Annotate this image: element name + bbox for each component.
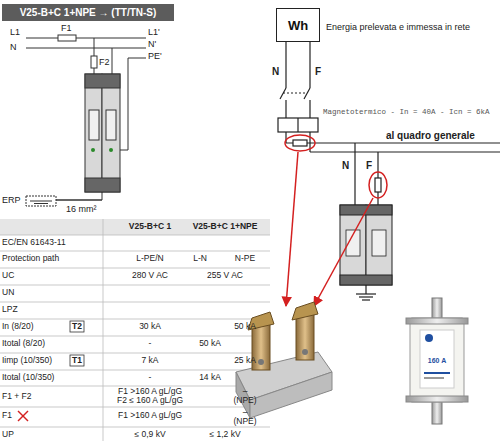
wire-label: N [342,160,349,172]
terminal-label: PE' [148,51,162,61]
node-text: Wh [288,18,308,33]
table-cell: 7 kA [141,356,158,366]
fuse-rating: 160 A [428,357,446,365]
terminal-label: N' [148,39,156,49]
wire-size: 16 mm² [66,204,97,214]
feeder-label: al quadro generale [386,130,475,142]
table-cell: Itotal (8/20) [2,339,45,349]
terminal-label: ERP [2,195,21,205]
terminal-label: L1' [148,27,160,37]
table-cell: 50 kA [234,322,256,332]
highlight-circles [285,135,387,306]
header-band: V25-B+C 1+NPE → (TT/TN-S) [2,4,174,21]
breaker-note: Magnetotermico - In = 40A - Icn = 6kA [323,108,490,117]
table-cell: F1 + F2 [2,392,32,402]
fuse-label: F2 [99,57,110,67]
table-cell: 25 kA [234,356,256,366]
table-cell: UP [2,430,14,440]
wire-label: N [272,66,279,78]
table-cell: 30 kA [139,322,161,332]
table-cell: Iimp (10/350) [2,356,52,366]
table-cell: ≤ 1,2 kV [209,430,240,440]
terminal-label: N [10,42,17,52]
table-cell: 280 V AC [132,271,168,281]
energy-meter: Wh [276,8,320,42]
table-cell: F1 >160 A gL/gG [118,411,182,421]
table-cell: Protection path [2,254,59,264]
table-cell: (NPE) [233,396,256,406]
test-class-badge: T2 [72,322,82,332]
table-cell: L-N [193,254,207,264]
fuse-label: F1 [61,23,72,33]
table-cell: Itotal (10/350) [2,373,54,383]
table-cell: (NPE) [233,417,256,427]
table-cell: F2 ≤ 160 A gL/gG [117,396,183,406]
wire-label: F [315,66,321,78]
table-header: V25-B+C 1+NPE [193,222,258,232]
house-wiring [278,42,500,300]
table-grid [0,219,270,441]
nh-fuse-photo [406,298,468,424]
table-cell: EC/EN 61643-11 [2,238,66,248]
terminal-label: L1 [10,27,20,37]
table-header: V25-B+C 1 [129,222,171,232]
table-cell: L-PE/N [136,254,163,264]
table-cell: F1 [2,411,12,421]
table-cell: UC [2,271,14,281]
table-cell: 14 kA [199,373,221,383]
node-text: V25-B+C 1+NPE → (TT/TN-S) [20,7,157,18]
table-cell: N-PE [235,254,255,264]
table-cell: ≤ 0,9 kV [134,430,165,440]
table-cell: 50 kA [199,339,221,349]
wire-label: F [366,160,372,172]
table-cell: - [149,373,152,383]
table-cell: In (8/20) [2,322,34,332]
table-cell: LPZ [2,305,18,315]
table-cell: UN [2,288,14,298]
table-cell: - [149,339,152,349]
test-class-badge: T1 [72,356,82,366]
meter-caption: Energia prelevata e immessa in rete [326,22,470,32]
table-cell: 255 V AC [207,271,243,281]
spd-schematic [26,35,146,206]
